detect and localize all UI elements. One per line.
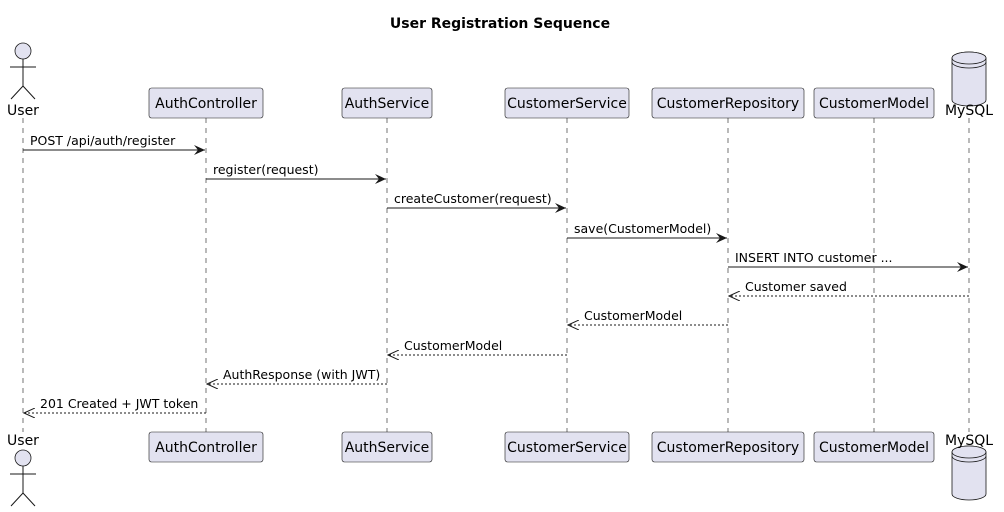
message-label-9: AuthResponse (with JWT)	[223, 367, 380, 382]
participant-label-authservice-bottom: AuthService	[345, 440, 430, 456]
participant-box-customerrepository-bottom	[651, 431, 805, 463]
actor-icon-top	[10, 42, 36, 100]
participant-label-customerrepository-top: CustomerRepository	[657, 96, 799, 112]
participant-box-customermodel-bottom	[813, 431, 935, 463]
messages: POST /api/auth/register register(request)…	[23, 133, 969, 413]
participant-box-customerrepository-top	[651, 87, 805, 119]
message-label-4: save(CustomerModel)	[574, 221, 711, 236]
participant-label-user-bottom: User	[7, 433, 39, 449]
message-label-5: INSERT INTO customer ...	[735, 250, 893, 265]
actor-icon-bottom	[10, 449, 36, 507]
participant-box-customerservice-bottom	[504, 431, 630, 463]
participant-label-customerservice-bottom: CustomerService	[507, 440, 627, 456]
lifelines	[22, 118, 970, 432]
database-icon-bottom	[951, 445, 987, 501]
message-label-3: createCustomer(request)	[394, 191, 552, 206]
participant-label-authcontroller-bottom: AuthController	[155, 440, 257, 456]
participants-bottom: User AuthController AuthService CustomerSer…	[7, 431, 993, 507]
participant-label-user-top: User	[7, 103, 39, 119]
message-label-2: register(request)	[213, 162, 318, 177]
participant-box-customermodel-top	[813, 87, 935, 119]
participant-label-authcontroller-top: AuthController	[155, 96, 257, 112]
message-label-6: Customer saved	[745, 279, 847, 294]
message-label-8: CustomerModel	[404, 338, 502, 353]
message-label-7: CustomerModel	[584, 308, 682, 323]
participant-box-authcontroller-top	[148, 87, 264, 119]
participant-label-customerservice-top: CustomerService	[507, 96, 627, 112]
participant-label-mysql-bottom: MySQL	[945, 433, 993, 449]
participant-label-customermodel-bottom: CustomerModel	[819, 440, 929, 456]
participant-label-customermodel-top: CustomerModel	[819, 96, 929, 112]
participants-top: User AuthController AuthService CustomerSer…	[7, 42, 993, 119]
database-icon-top	[951, 51, 987, 107]
participant-box-authcontroller-bottom	[148, 431, 264, 463]
participant-label-authservice-top: AuthService	[345, 96, 430, 112]
participant-label-mysql-top: MySQL	[945, 103, 993, 119]
participant-box-authservice-top	[341, 87, 433, 119]
diagram-title: User Registration Sequence	[390, 16, 610, 32]
participant-label-customerrepository-bottom: CustomerRepository	[657, 440, 799, 456]
message-label-1: POST /api/auth/register	[30, 133, 176, 148]
participant-box-authservice-bottom	[341, 431, 433, 463]
message-label-10: 201 Created + JWT token	[40, 396, 198, 411]
participant-box-customerservice-top	[504, 87, 630, 119]
